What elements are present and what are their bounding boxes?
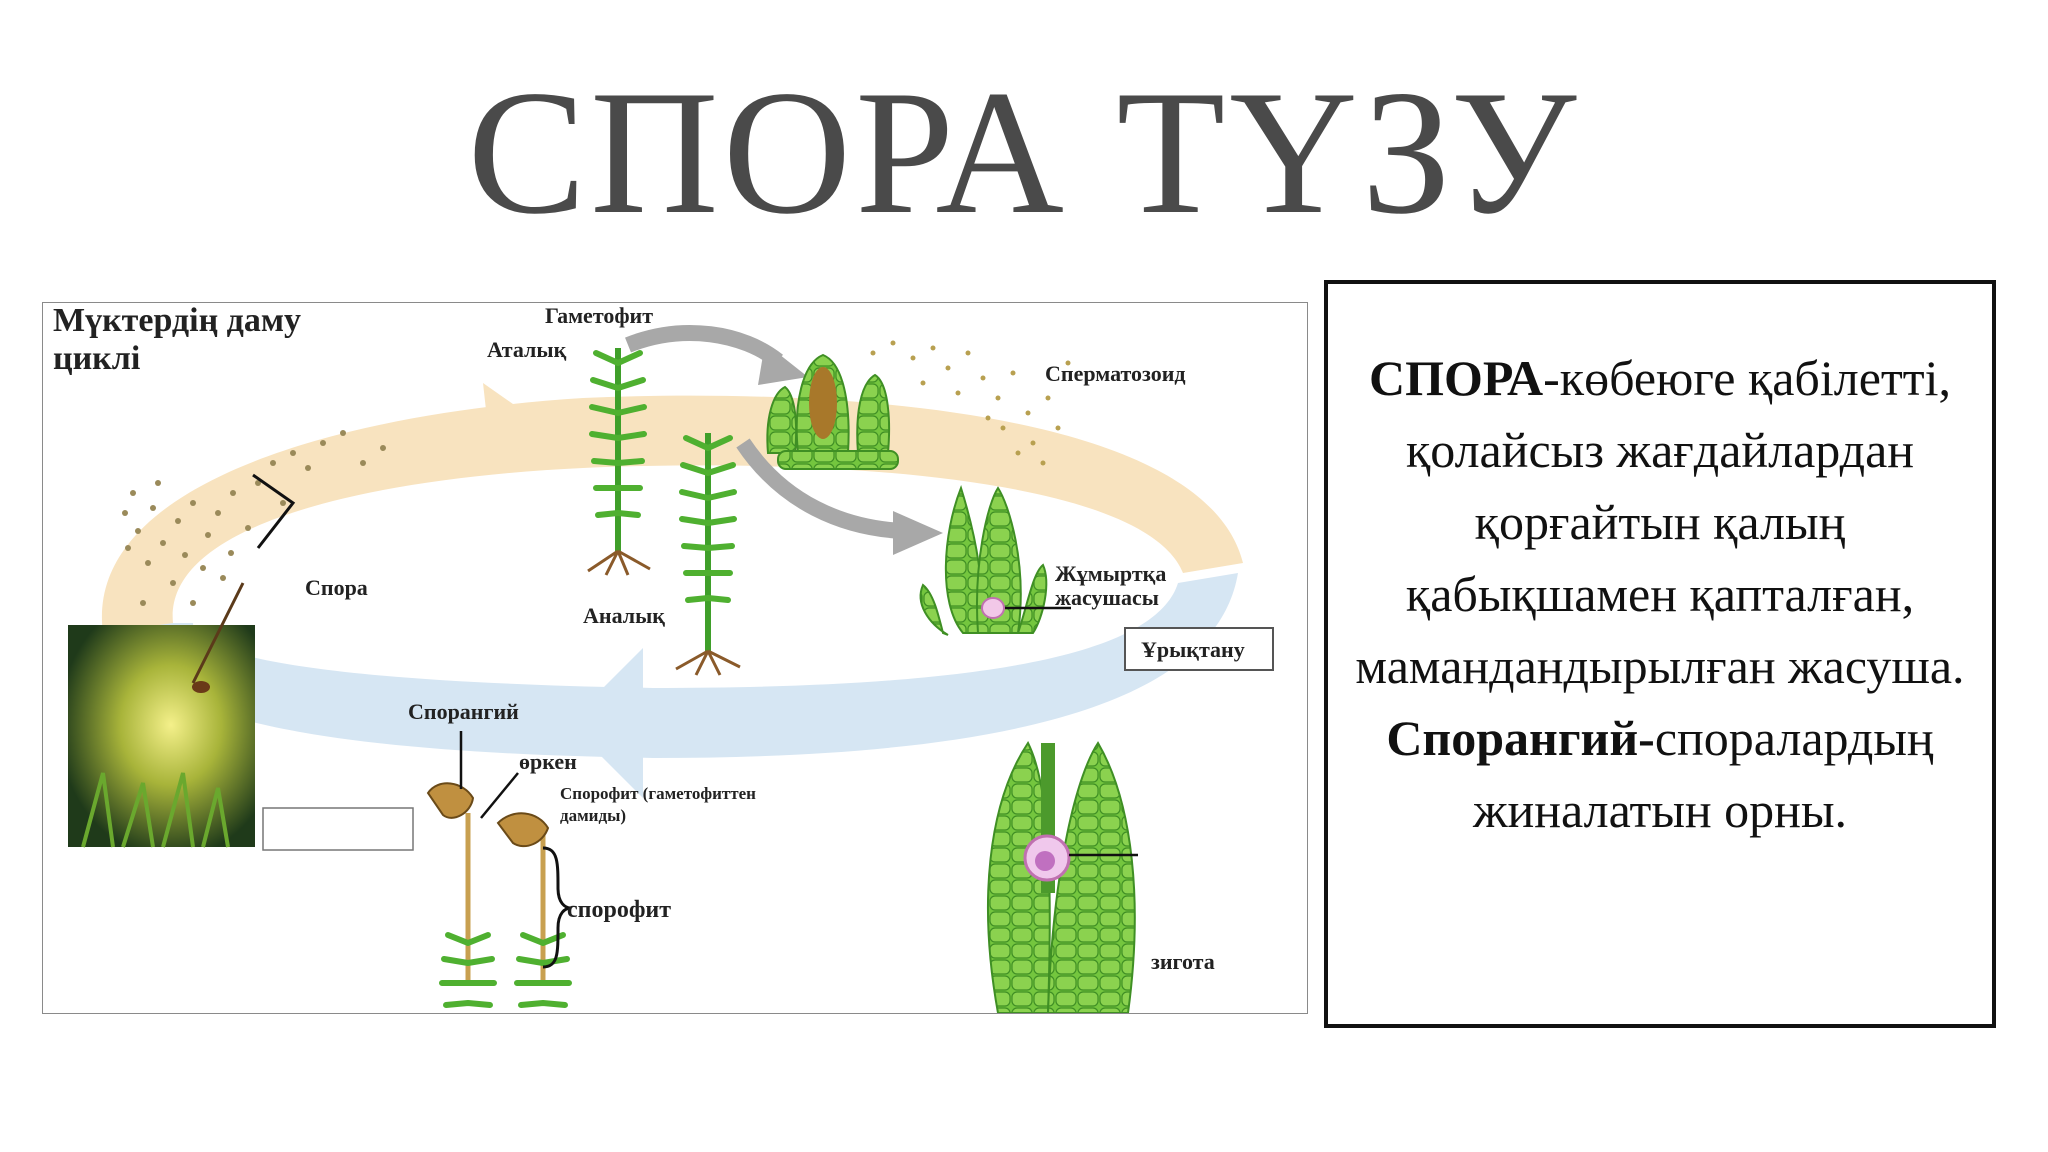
moss-life-cycle-diagram: Мүктердің даму циклі Гаметофит Аталық Сп… — [42, 302, 1308, 1014]
antheridium — [766, 353, 899, 470]
diagram-heading-line1: Мүктердің даму — [53, 303, 301, 339]
gray-arrowhead-2 — [893, 511, 943, 555]
label-zygote: зигота — [1151, 949, 1215, 974]
label-male: Аталық — [487, 337, 567, 362]
gray-arrow-to-antheridium — [625, 325, 783, 368]
female-gametophyte-plant — [675, 433, 741, 676]
gray-arrow-to-archegonium — [736, 438, 904, 539]
label-stalk: өркен — [519, 749, 577, 774]
term-spore: СПОРА — [1368, 350, 1544, 406]
diagram-heading-line2: циклі — [53, 340, 140, 377]
fertilization-box — [1124, 627, 1274, 671]
definition-spore: -көбеюге қабілетті, қолайсыз жағдайларда… — [1355, 350, 1965, 694]
slide-title: СПОРА ТҮЗУ — [467, 53, 1581, 251]
label-female: Аналық — [583, 603, 665, 628]
sporophyte-brace — [542, 846, 572, 969]
sporophyte-plants — [426, 782, 572, 1008]
label-fertilization: Ұрықтану — [1141, 637, 1245, 662]
archegonium — [919, 485, 1048, 636]
label-egg-line2: жасушасы — [1055, 585, 1159, 610]
male-gametophyte-plant — [587, 348, 651, 576]
label-egg-line1: Жұмыртқа — [1055, 561, 1166, 586]
definition-sporangium: споралардың жиналатын орны. — [1472, 710, 1934, 838]
lower-cycle-arc — [113, 573, 1238, 758]
stalk-pointer-line — [480, 772, 519, 819]
label-spore: Спора — [305, 575, 368, 600]
upper-cycle-arc — [101, 395, 1243, 633]
upper-arc-arrowhead — [483, 383, 543, 473]
sperm-cells — [870, 340, 1071, 466]
sporophyte-label-box — [573, 891, 733, 923]
spore-dots — [122, 430, 386, 606]
label-sporophyte-note-line1: Спорофит (гаметофиттен — [560, 784, 756, 803]
label-sperm: Сперматозоид — [1045, 361, 1186, 386]
label-sporophyte: спорофит — [567, 897, 671, 923]
moss-photo — [68, 582, 255, 848]
zygote-archegonium — [987, 741, 1136, 1013]
term-sporangium: Спорангий- — [1386, 710, 1655, 766]
label-sporangium: Спорангий — [408, 699, 519, 724]
label-sporophyte-note-line2: дамиды) — [560, 806, 626, 825]
blank-label-box-left — [262, 807, 414, 851]
definition-box: СПОРА-көбеюге қабілетті, қолайсыз жағдай… — [1324, 280, 1996, 1028]
lower-arc-arrowhead — [568, 648, 643, 798]
spore-bracket — [252, 473, 296, 549]
label-gametophyte: Гаметофит — [545, 303, 653, 328]
gray-arrowhead-1 — [758, 343, 808, 385]
